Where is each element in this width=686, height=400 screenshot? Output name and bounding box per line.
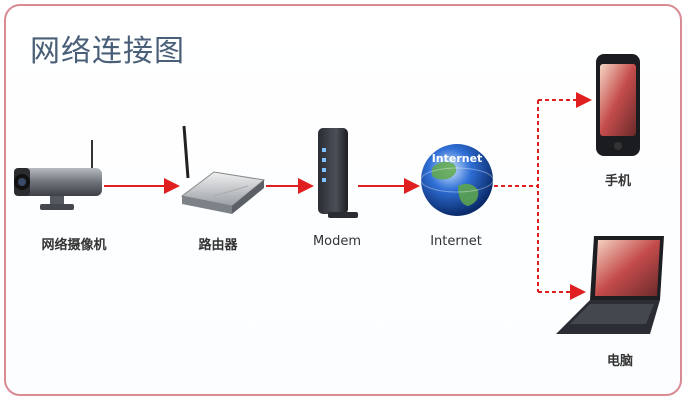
internet-label: Internet	[430, 234, 482, 249]
phone-label: 手机	[604, 174, 632, 189]
page-title: 网络连接图	[30, 34, 185, 69]
camera-icon	[14, 140, 102, 210]
globe-label: Internet	[432, 152, 483, 165]
laptop-icon	[556, 236, 664, 334]
internet-globe-icon: Internet	[420, 144, 494, 216]
arrow-internet-branches	[494, 92, 592, 300]
camera-label: 网络摄像机	[41, 238, 107, 253]
modem-label: Modem	[312, 234, 362, 249]
laptop-label: 电脑	[606, 354, 634, 369]
phone-icon	[596, 54, 640, 156]
modem-icon	[318, 128, 358, 218]
router-label: 路由器	[198, 238, 238, 253]
router-icon	[180, 125, 266, 214]
